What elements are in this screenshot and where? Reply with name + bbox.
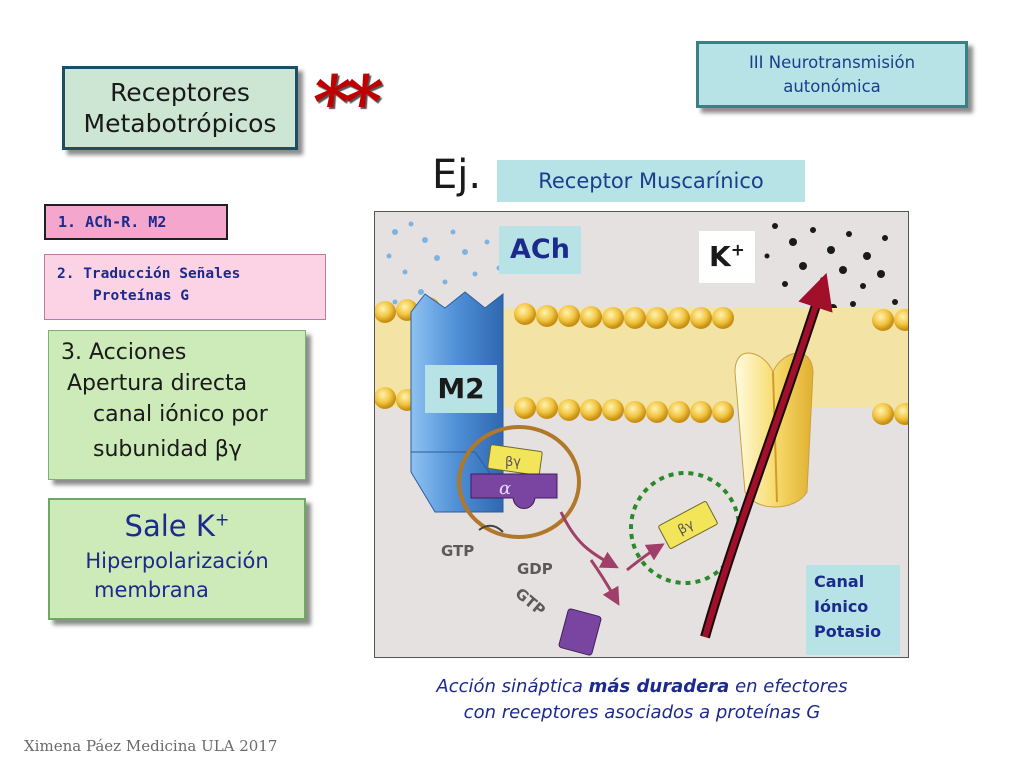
channel-label: Canal Iónico Potasio: [806, 565, 900, 655]
caption-line1-bold: más duradera: [588, 676, 730, 697]
m2-label: M2: [425, 365, 497, 413]
importance-marker: **: [306, 59, 382, 144]
step-1-box: 1. ACh-R. M2: [44, 204, 228, 240]
ach-molecules: [386, 221, 502, 305]
step-2-line1: 2. Traducción Señales: [57, 266, 241, 282]
author-footer: Ximena Páez Medicina ULA 2017: [24, 737, 278, 755]
step-4-line2: Hiperpolarización: [85, 549, 269, 573]
step-1-text: 1. ACh-R. M2: [58, 213, 167, 231]
diagram-caption: Acción sináptica más duradera en efector…: [376, 674, 908, 726]
step-3-box: 3. Acciones Apertura directa canal iónic…: [48, 330, 306, 480]
slide-title-line2: Metabotrópicos: [83, 109, 277, 138]
channel-label-line1: Canal: [814, 572, 865, 591]
receptor-name-tag: Receptor Muscarínico: [497, 160, 805, 202]
step-4-line1-text: Sale K: [124, 509, 215, 543]
slide-title-box: Receptores Metabotrópicos: [62, 66, 298, 150]
example-prefix: Ej.: [432, 152, 482, 198]
solid-circle-highlight: [457, 425, 581, 539]
channel-label-line3: Potasio: [814, 622, 882, 641]
step-4-line1-sup: +: [214, 510, 230, 531]
step-4-line3: membrana: [94, 578, 209, 602]
section-label-line1: III Neurotransmisión: [748, 53, 916, 72]
gtp-label-1: GTP: [441, 542, 474, 560]
caption-line2: con receptores asociados a proteínas G: [463, 702, 821, 723]
step-4-box: Sale K+ Hiperpolarización membrana: [48, 498, 306, 620]
caption-line1: Acción sináptica más duradera en efector…: [376, 674, 908, 700]
gdp-label: GDP: [517, 560, 553, 578]
k-ion-label-text: K: [709, 240, 731, 273]
alpha-label: α: [499, 478, 511, 499]
section-label-box: III Neurotransmisión autonómica: [696, 41, 968, 108]
caption-line1-post: en efectores: [729, 676, 848, 697]
k-ion-label: K+: [699, 231, 755, 283]
k-ion-label-sup: +: [730, 239, 745, 260]
step-4-line1: Sale K+: [50, 500, 304, 546]
beta-gamma-label-2: βγ: [675, 517, 696, 538]
step-2-line2: Proteínas G: [93, 288, 190, 304]
step-2-box: 2. Traducción Señales Proteínas G: [44, 254, 326, 320]
slide-title-line1: Receptores: [110, 78, 250, 107]
step-3-line4: subunidad βγ: [93, 437, 242, 462]
gtp-gdp-cycle: GTP GDP GTP: [441, 511, 665, 656]
g-protein-complex: βγ α: [457, 425, 581, 539]
caption-line1-pre: Acción sináptica: [436, 676, 589, 697]
channel-label-line2: Iónico: [814, 597, 869, 616]
step-3-line2: Apertura directa: [67, 371, 248, 396]
efflux-arrow: [702, 272, 833, 638]
step-3-line1: 3. Acciones: [61, 340, 187, 365]
beta-gamma-label-1: βγ: [505, 455, 521, 470]
step-3-line3: canal iónico por: [93, 402, 268, 427]
ach-label: ACh: [499, 226, 581, 274]
section-label-line2: autonómica: [783, 77, 881, 96]
